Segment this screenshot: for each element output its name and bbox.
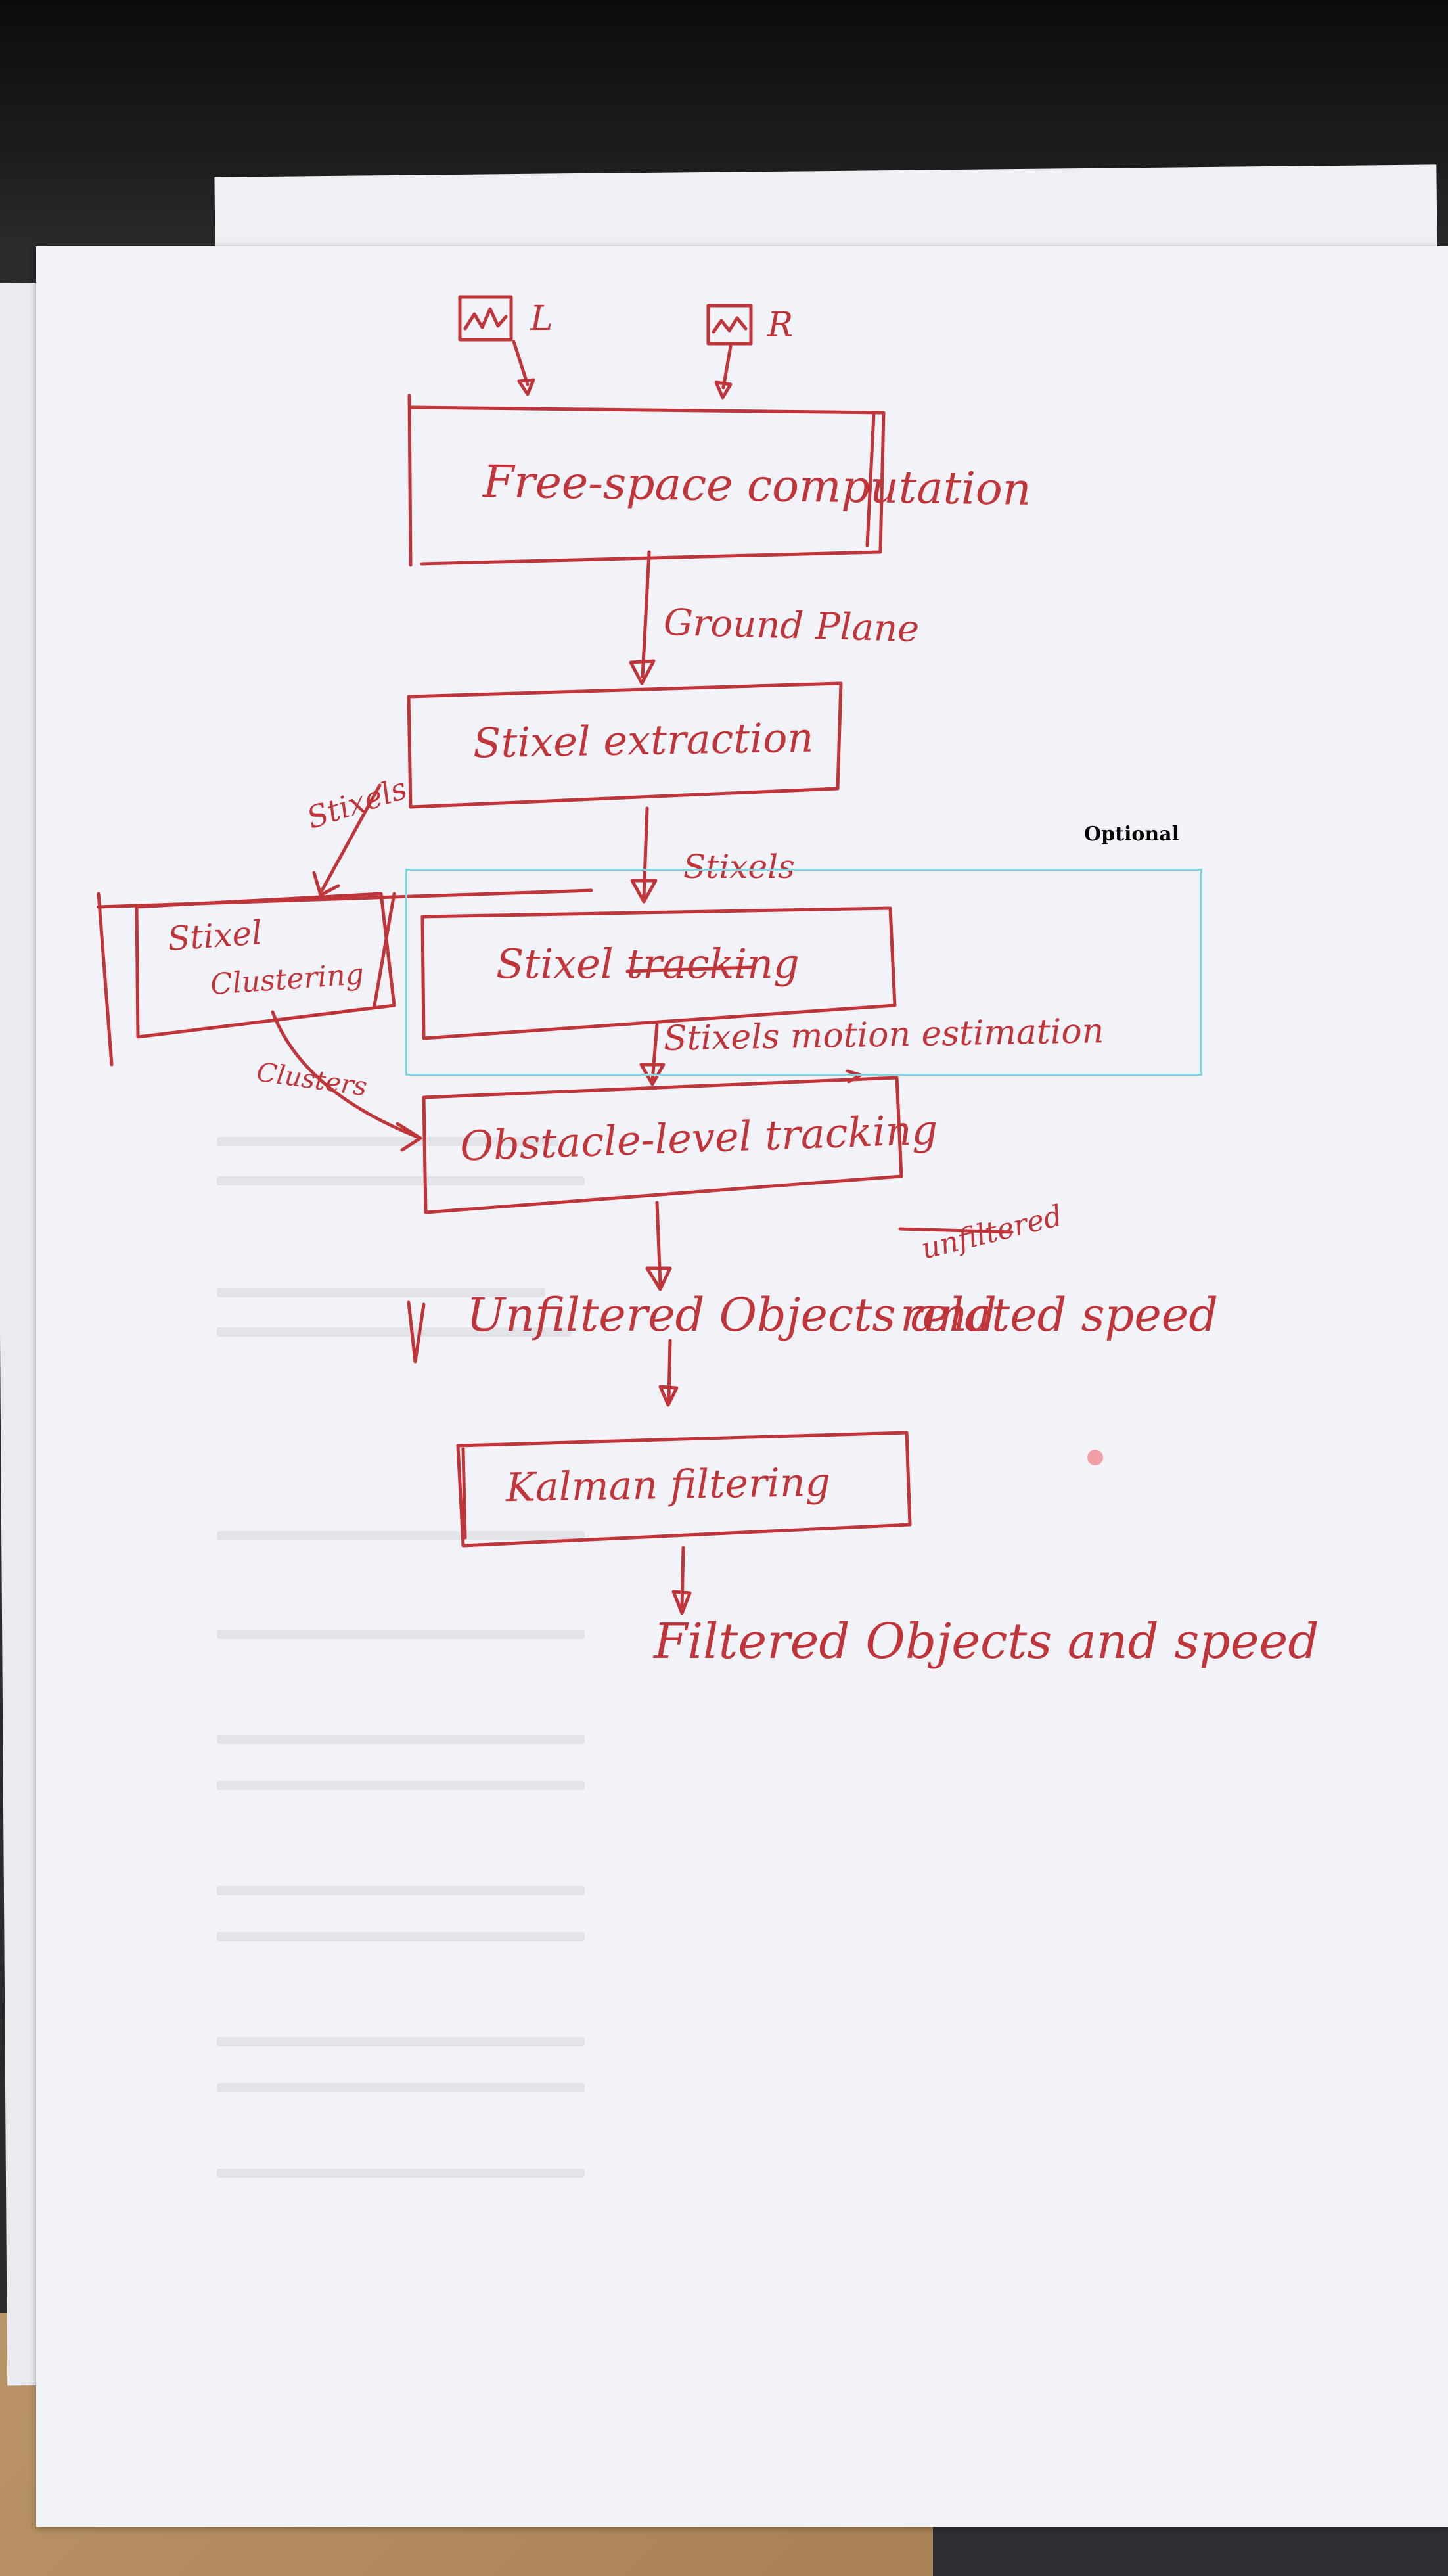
stixel-clustering-box (97, 892, 396, 1067)
stixel-tracking-box (420, 906, 897, 1040)
show-through-line (217, 1630, 585, 1639)
show-through-line (217, 2083, 585, 2092)
right-camera-label: R (767, 306, 794, 345)
show-through-line (217, 1886, 585, 1895)
show-through-line (217, 1735, 585, 1744)
stixel-clustering-label-1: Stixel (166, 913, 263, 958)
filtered-objects-label: Filtered Objects and speed (654, 1613, 1319, 1670)
show-through-line (217, 1137, 558, 1146)
red-dot (1087, 1450, 1103, 1465)
kalman-box (456, 1431, 912, 1548)
optional-annotation-box (405, 869, 1202, 1076)
show-through-line (217, 1932, 585, 1941)
kalman-label: Kalman filtering (505, 1459, 831, 1511)
unfiltered-objects-label: Unfiltered Objects and (466, 1288, 997, 1342)
show-through-line (217, 1781, 585, 1790)
show-through-line (217, 2037, 585, 2046)
show-through-line (217, 1531, 585, 1540)
free-space-label: Free-space computation (482, 456, 1032, 516)
left-camera-label: L (530, 299, 553, 338)
free-space-box (407, 394, 886, 567)
related-speed-label: related speed (900, 1288, 1219, 1342)
paper-sheet-main (36, 246, 1448, 2527)
show-through-line (217, 1176, 585, 1185)
obstacle-tracking-box (422, 1076, 903, 1214)
show-through-line (217, 2169, 585, 2178)
stixel-tracking-label: Stixel tracking (496, 940, 800, 988)
left-camera-icon (458, 295, 535, 396)
show-through-line (217, 1327, 572, 1337)
stixels-down-label: Stixels (683, 848, 795, 886)
stixel-extraction-label: Stixel extraction (472, 713, 814, 768)
optional-annotation-label: Optional (1084, 823, 1180, 846)
right-camera-icon (706, 304, 753, 400)
ground-plane-label: Ground Plane (663, 601, 920, 651)
stixel-extraction-box (407, 681, 843, 809)
show-through-line (217, 1288, 545, 1297)
